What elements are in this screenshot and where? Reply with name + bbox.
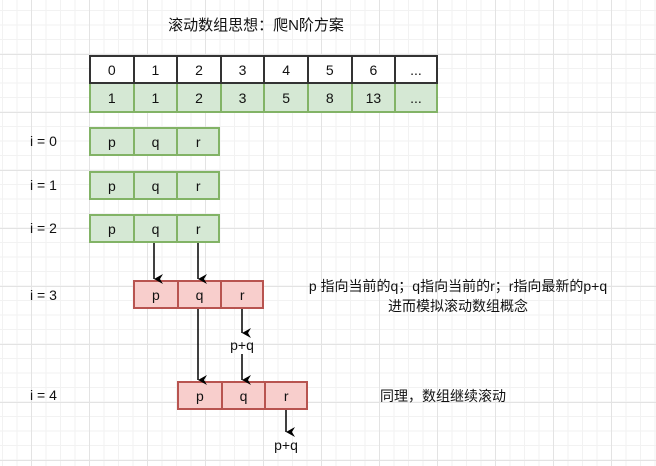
index-cell: 6: [350, 55, 395, 84]
index-cell: 4: [263, 55, 307, 84]
window-i1: p q r: [89, 171, 221, 200]
value-cell: 5: [263, 84, 307, 113]
value-row: 1 1 2 3 5 8 13 ...: [89, 84, 438, 113]
iteration-label-1: i = 1: [30, 177, 57, 193]
window-cell-q: q: [220, 381, 265, 410]
window-cell-p: p: [89, 127, 133, 156]
window-cell-p: p: [177, 381, 221, 410]
window-i2: p q r: [89, 214, 221, 243]
value-cell: 13: [350, 84, 395, 113]
iteration-label-0: i = 0: [30, 133, 57, 149]
index-cell: 2: [176, 55, 220, 84]
window-cell-p: p: [89, 214, 133, 243]
index-cell: ...: [394, 55, 438, 84]
window-cell-r: r: [220, 280, 265, 309]
index-cell: 0: [89, 55, 133, 84]
value-cell: 2: [176, 84, 220, 113]
note-explanation-line1: p 指向当前的q；q指向当前的r；r指向最新的p+q: [308, 278, 608, 294]
index-cell: 5: [306, 55, 351, 84]
window-i3: p q r: [133, 280, 265, 309]
value-cell: 8: [306, 84, 351, 113]
index-cell: 1: [132, 55, 177, 84]
iteration-label-4: i = 4: [30, 387, 57, 403]
window-cell-r: r: [264, 381, 309, 410]
index-row: 0 1 2 3 4 5 6 ...: [89, 55, 438, 84]
note-continue: 同理，数组继续滚动: [380, 388, 506, 404]
window-cell-q: q: [176, 280, 221, 309]
window-cell-q: q: [132, 171, 177, 200]
iteration-label-3: i = 3: [30, 287, 57, 303]
window-cell-q: q: [132, 127, 177, 156]
window-cell-p: p: [133, 280, 177, 309]
value-cell: 1: [89, 84, 133, 113]
iteration-label-2: i = 2: [30, 220, 57, 236]
window-cell-r: r: [176, 127, 221, 156]
window-cell-q: q: [132, 214, 177, 243]
sum-label-i3: p+q: [230, 337, 254, 353]
window-cell-r: r: [176, 214, 221, 243]
note-explanation-line2: 进而模拟滚动数组概念: [388, 298, 528, 314]
value-cell: ...: [394, 84, 438, 113]
index-cell: 3: [219, 55, 264, 84]
window-i4: p q r: [177, 381, 309, 410]
window-cell-r: r: [176, 171, 221, 200]
sum-label-i4: p+q: [274, 437, 298, 453]
diagram-title: 滚动数组思想：爬N阶方案: [168, 17, 344, 34]
window-i0: p q r: [89, 127, 221, 156]
window-cell-p: p: [89, 171, 133, 200]
value-cell: 1: [132, 84, 177, 113]
value-cell: 3: [219, 84, 264, 113]
